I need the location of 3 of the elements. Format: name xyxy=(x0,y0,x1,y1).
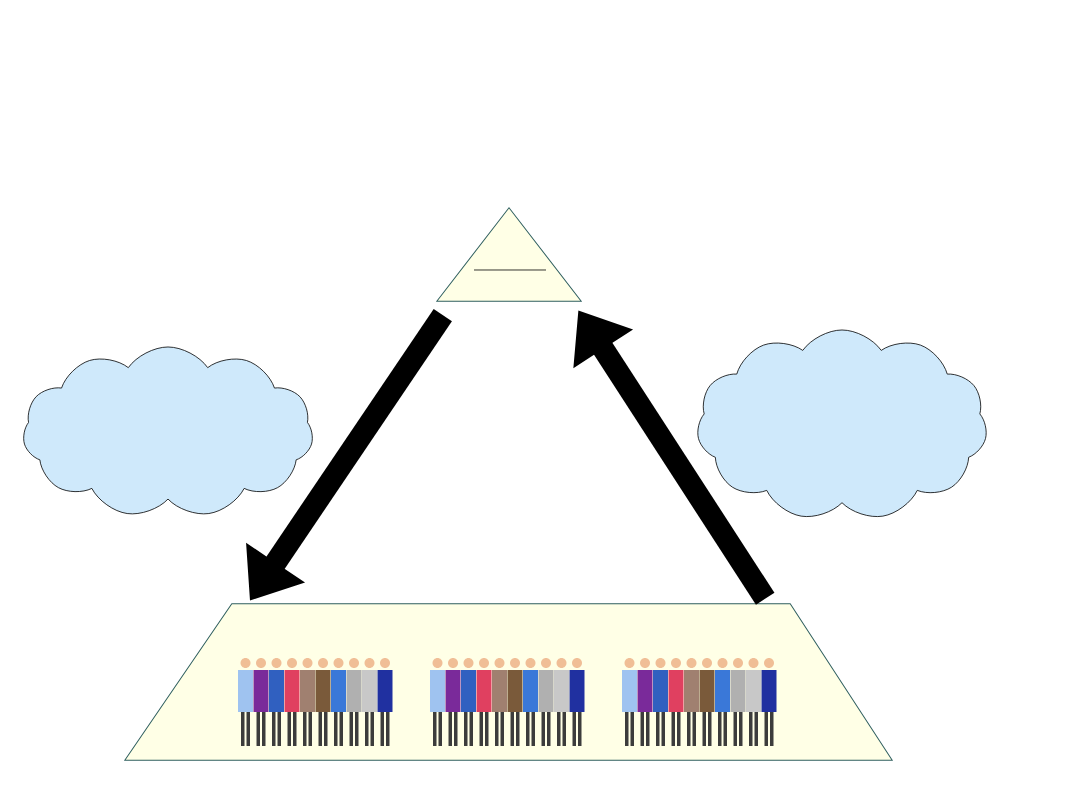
cloud xyxy=(697,329,987,517)
cloud xyxy=(23,346,313,515)
triangle xyxy=(436,207,582,302)
